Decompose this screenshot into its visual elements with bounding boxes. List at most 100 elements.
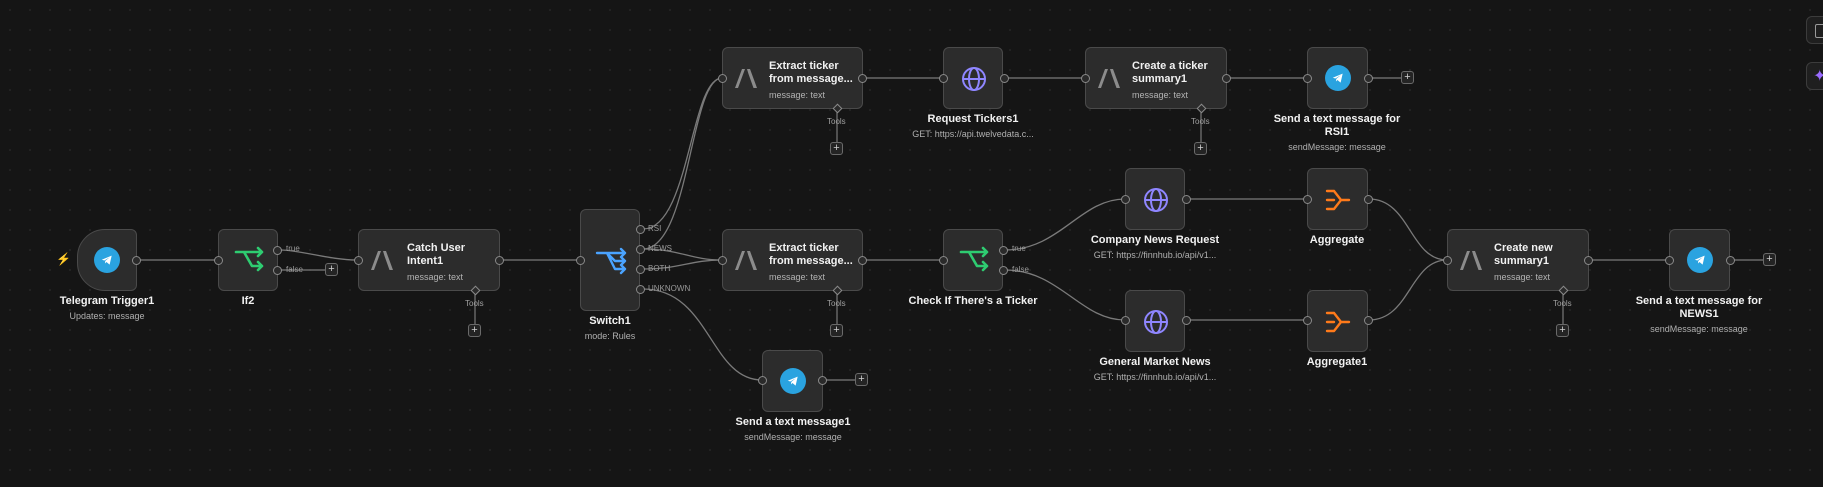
aggregate1-input-port[interactable] xyxy=(1303,316,1312,325)
switch1-node[interactable] xyxy=(580,209,640,311)
check-ticker-input-port[interactable] xyxy=(939,256,948,265)
catch-intent-title-line2: Intent1 xyxy=(407,255,444,267)
switch1-unknown-port[interactable] xyxy=(636,285,645,294)
company-news-subtitle: GET: https://finnhub.io/api/v1... xyxy=(1093,250,1217,260)
create-new-summary-input-port[interactable] xyxy=(1443,256,1452,265)
check-ticker-true-port[interactable] xyxy=(999,246,1008,255)
if2-false-port[interactable] xyxy=(273,266,282,275)
send-rsi-input-port[interactable] xyxy=(1303,74,1312,83)
send-rsi-add-button[interactable]: + xyxy=(1401,71,1414,84)
catch-user-intent-node[interactable]: Catch User Intent1 message: text xyxy=(358,229,500,291)
catch-intent-title-line1: Catch User xyxy=(407,242,466,254)
aggregate-input-port[interactable] xyxy=(1303,195,1312,204)
send-rsi-node[interactable] xyxy=(1307,47,1368,109)
create-new-summary-add-tool-button[interactable]: + xyxy=(1556,324,1569,337)
check-ticker-label: Check If There's a Ticker xyxy=(893,295,1053,308)
general-news-input-port[interactable] xyxy=(1121,316,1130,325)
company-news-input-port[interactable] xyxy=(1121,195,1130,204)
create-new-summary-tools-label: Tools xyxy=(1553,299,1572,308)
general-news-label: General Market News GET: https://finnhub… xyxy=(1075,356,1235,384)
switch1-both-port[interactable] xyxy=(636,265,645,274)
send-news-title-line2: NEWS1 xyxy=(1679,308,1719,320)
aggregate1-output-port[interactable] xyxy=(1364,316,1373,325)
create-new-summary-subtitle: message: text xyxy=(1494,272,1551,282)
extract-ticker-top-node[interactable]: Extract ticker from message... message: … xyxy=(722,47,863,109)
toolbar-ai-button[interactable]: ✦ xyxy=(1806,62,1823,90)
general-news-subtitle: GET: https://finnhub.io/api/v1... xyxy=(1093,372,1217,382)
create-ticker-summary-output-port[interactable] xyxy=(1222,74,1231,83)
extract-mid-tools-label: Tools xyxy=(827,299,846,308)
aggregate-icon xyxy=(1325,309,1351,335)
switch1-input-port[interactable] xyxy=(576,256,585,265)
send-unknown-input-port[interactable] xyxy=(758,376,767,385)
if-branch-icon xyxy=(959,246,989,274)
company-news-output-port[interactable] xyxy=(1182,195,1191,204)
switch1-unknown-label: UNKNOWN xyxy=(648,284,691,293)
request-tickers-node[interactable] xyxy=(943,47,1003,109)
switch1-subtitle: mode: Rules xyxy=(584,331,636,341)
extract-ticker-mid-node[interactable]: Extract ticker from message... message: … xyxy=(722,229,863,291)
aggregate-output-port[interactable] xyxy=(1364,195,1373,204)
create-ticker-summary-node[interactable]: Create a ticker summary1 message: text xyxy=(1085,47,1227,109)
aggregate-node[interactable] xyxy=(1307,168,1368,230)
send-unknown-output-port[interactable] xyxy=(818,376,827,385)
if2-true-port[interactable] xyxy=(273,246,282,255)
extract-top-title-line1: Extract ticker xyxy=(769,60,839,72)
extract-top-add-tool-button[interactable]: + xyxy=(830,142,843,155)
if2-input-port[interactable] xyxy=(214,256,223,265)
send-news-input-port[interactable] xyxy=(1665,256,1674,265)
check-ticker-node[interactable] xyxy=(943,229,1003,291)
telegram-icon xyxy=(1687,247,1713,273)
aggregate-label: Aggregate xyxy=(1287,234,1387,247)
switch1-news-port[interactable] xyxy=(636,245,645,254)
catch-intent-tools-label: Tools xyxy=(465,299,484,308)
create-new-summary-title-line1: Create new xyxy=(1494,242,1553,254)
if2-node[interactable] xyxy=(218,229,278,291)
telegram-trigger-node[interactable] xyxy=(77,229,137,291)
catch-intent-add-tool-button[interactable]: + xyxy=(468,324,481,337)
if2-false-label: false xyxy=(286,265,303,274)
extract-top-input-port[interactable] xyxy=(718,74,727,83)
create-ticker-summary-input-port[interactable] xyxy=(1081,74,1090,83)
extract-top-output-port[interactable] xyxy=(858,74,867,83)
send-unknown-node[interactable] xyxy=(762,350,823,412)
extract-mid-output-port[interactable] xyxy=(858,256,867,265)
send-rsi-title-line2: RSI1 xyxy=(1324,126,1350,138)
create-new-summary-output-port[interactable] xyxy=(1584,256,1593,265)
aggregate1-node[interactable] xyxy=(1307,290,1368,352)
send-unknown-title: Send a text message1 xyxy=(735,416,851,428)
toolbar-panel-button[interactable] xyxy=(1806,16,1823,44)
globe-icon xyxy=(1142,308,1170,336)
telegram-icon xyxy=(780,368,806,394)
send-news-output-port[interactable] xyxy=(1726,256,1735,265)
extract-mid-add-tool-button[interactable]: + xyxy=(830,324,843,337)
general-news-node[interactable] xyxy=(1125,290,1185,352)
switch-icon xyxy=(595,247,627,275)
general-news-output-port[interactable] xyxy=(1182,316,1191,325)
send-rsi-output-port[interactable] xyxy=(1364,74,1373,83)
if2-false-add-button[interactable]: + xyxy=(325,263,338,276)
catch-intent-input-port[interactable] xyxy=(354,256,363,265)
if2-label: If2 xyxy=(208,295,288,308)
company-news-node[interactable] xyxy=(1125,168,1185,230)
catch-intent-output-port[interactable] xyxy=(495,256,504,265)
request-tickers-input-port[interactable] xyxy=(939,74,948,83)
send-news-node[interactable] xyxy=(1669,229,1730,291)
create-ticker-summary-add-tool-button[interactable]: + xyxy=(1194,142,1207,155)
extract-top-subtitle: message: text xyxy=(769,90,826,100)
check-ticker-false-label: false xyxy=(1012,265,1029,274)
send-unknown-label: Send a text message1 sendMessage: messag… xyxy=(713,416,873,444)
extract-mid-input-port[interactable] xyxy=(718,256,727,265)
if2-true-label: true xyxy=(286,244,300,253)
switch1-rsi-port[interactable] xyxy=(636,225,645,234)
telegram-trigger-output-port[interactable] xyxy=(132,256,141,265)
send-unknown-add-button[interactable]: + xyxy=(855,373,868,386)
catch-intent-subtitle: message: text xyxy=(407,272,464,282)
check-ticker-false-port[interactable] xyxy=(999,266,1008,275)
create-new-summary-node[interactable]: Create new summary1 message: text xyxy=(1447,229,1589,291)
wire-switch-rsi xyxy=(642,77,723,230)
request-tickers-output-port[interactable] xyxy=(1000,74,1009,83)
extract-mid-title-line2: from message... xyxy=(769,255,853,267)
send-news-add-button[interactable]: + xyxy=(1763,253,1776,266)
